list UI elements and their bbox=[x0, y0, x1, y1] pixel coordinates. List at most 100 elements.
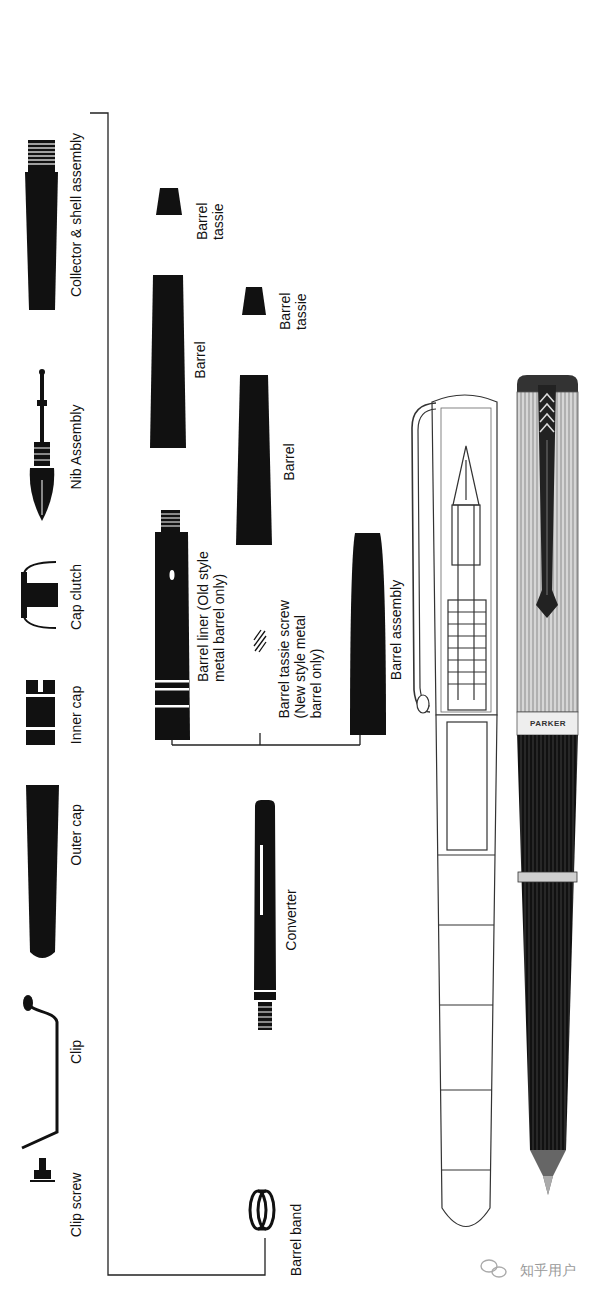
cutaway-pen bbox=[448, 600, 486, 710]
collector-part bbox=[25, 172, 58, 310]
part-label: Nib Assembly bbox=[68, 405, 84, 490]
nib-part bbox=[30, 369, 55, 521]
outer-cap-part bbox=[26, 785, 59, 958]
clip-screw-part bbox=[39, 1158, 46, 1170]
part-label: Outer cap bbox=[68, 804, 84, 865]
bracket-line bbox=[90, 113, 265, 1275]
barrel-liner-part bbox=[161, 522, 180, 523]
barrel-liner-part bbox=[161, 518, 180, 519]
barrel-part bbox=[150, 275, 186, 448]
converter-part bbox=[254, 992, 276, 1000]
barrel-part bbox=[236, 375, 272, 545]
inner-cap-part bbox=[26, 680, 55, 745]
pen-picture bbox=[540, 414, 554, 422]
barrel-tassie-part bbox=[242, 287, 266, 315]
inner-cap-part bbox=[26, 680, 55, 745]
pen-picture bbox=[540, 424, 554, 432]
cutaway-pen bbox=[438, 854, 495, 855]
clip-part bbox=[22, 1006, 57, 1148]
nib-part bbox=[34, 448, 50, 449]
nib-part bbox=[34, 454, 50, 455]
barrel-band-part bbox=[258, 1191, 274, 1229]
part-label: Barrel bbox=[192, 341, 208, 378]
converter-part bbox=[260, 845, 263, 915]
cutaway-pen bbox=[457, 505, 458, 700]
collector-part bbox=[28, 151, 55, 152]
watermark-icon bbox=[481, 1260, 497, 1272]
cutaway-pen bbox=[448, 623, 486, 624]
cutaway-pen bbox=[448, 671, 486, 672]
pen-picture bbox=[536, 385, 558, 618]
collector-part bbox=[28, 147, 55, 148]
converter-part bbox=[258, 1027, 272, 1028]
barrel-liner-part bbox=[155, 510, 190, 740]
collector-part bbox=[25, 140, 58, 310]
cutaway-pen bbox=[448, 635, 486, 636]
part-label: Barrel tassie screw (New style metal bar… bbox=[276, 594, 324, 719]
pen-picture bbox=[517, 392, 578, 712]
watermark: 知乎用户 bbox=[520, 1262, 576, 1278]
barrel-liner-part bbox=[155, 680, 189, 683]
part-label: Inner cap bbox=[68, 686, 84, 744]
barrel-band-part bbox=[250, 1191, 274, 1229]
pen-picture bbox=[517, 712, 578, 735]
cutaway-pen bbox=[448, 659, 486, 660]
nib-part bbox=[34, 448, 50, 460]
cutaway-pen bbox=[417, 695, 429, 713]
pen-picture bbox=[518, 872, 577, 882]
converter-part bbox=[254, 800, 276, 1030]
tassie-screw-part bbox=[255, 636, 266, 651]
cutaway-pen bbox=[452, 505, 480, 565]
part-label: Barrel tassie bbox=[277, 270, 309, 330]
bracket-line bbox=[259, 733, 260, 745]
tassie-screw-part bbox=[259, 642, 266, 652]
pen-picture bbox=[543, 1176, 553, 1195]
nib-part bbox=[34, 442, 50, 466]
converter-part bbox=[258, 1007, 272, 1008]
nib-part bbox=[34, 460, 50, 461]
bracket-line bbox=[172, 744, 360, 745]
cutaway-pen bbox=[412, 403, 436, 712]
cutaway-pen bbox=[412, 395, 497, 1227]
clip-screw-part bbox=[30, 1180, 55, 1182]
cap-clutch-part bbox=[24, 562, 56, 573]
part-label: Collector & shell assembly bbox=[68, 133, 84, 297]
part-label: Converter bbox=[283, 889, 299, 950]
tassie-screw-part bbox=[254, 631, 265, 646]
nib-part bbox=[40, 372, 44, 442]
barrel-assembly-part bbox=[350, 533, 386, 735]
converter-part bbox=[258, 1022, 272, 1023]
inner-cap-part bbox=[26, 694, 55, 697]
cap-clutch-part bbox=[27, 583, 58, 607]
clip-screw-part bbox=[34, 1170, 51, 1179]
brand-imprint: PARKER bbox=[530, 719, 566, 728]
converter-part bbox=[258, 1007, 272, 1027]
cutaway-pen bbox=[436, 715, 497, 1227]
bracket-line bbox=[90, 113, 360, 1275]
collector-part bbox=[28, 144, 55, 164]
collector-part bbox=[28, 140, 55, 172]
tassie-screw-part bbox=[254, 630, 266, 652]
converter-part bbox=[258, 1002, 272, 1030]
collector-part bbox=[28, 155, 55, 156]
part-label: Barrel assembly bbox=[388, 580, 404, 680]
barrel-liner-part bbox=[161, 510, 180, 532]
pen-picture bbox=[540, 394, 554, 402]
cutaway-pen bbox=[448, 611, 486, 612]
cutaway-pen bbox=[441, 408, 491, 712]
cap-clutch-part bbox=[24, 617, 56, 628]
cutaway-pen bbox=[432, 395, 497, 715]
barrel-liner-part bbox=[170, 570, 175, 580]
collector-part bbox=[28, 159, 55, 160]
nib-part bbox=[42, 480, 43, 515]
barrel-band-part bbox=[258, 1190, 266, 1193]
cutaway-pen bbox=[448, 683, 486, 684]
pen-picture bbox=[540, 394, 554, 432]
cutaway-pen bbox=[448, 647, 486, 648]
nib-part bbox=[30, 468, 55, 521]
barrel-liner-part bbox=[155, 688, 189, 691]
cutaway-pen bbox=[442, 1169, 491, 1170]
cap-clutch-part bbox=[21, 562, 58, 628]
barrel-liner-part bbox=[161, 526, 180, 527]
